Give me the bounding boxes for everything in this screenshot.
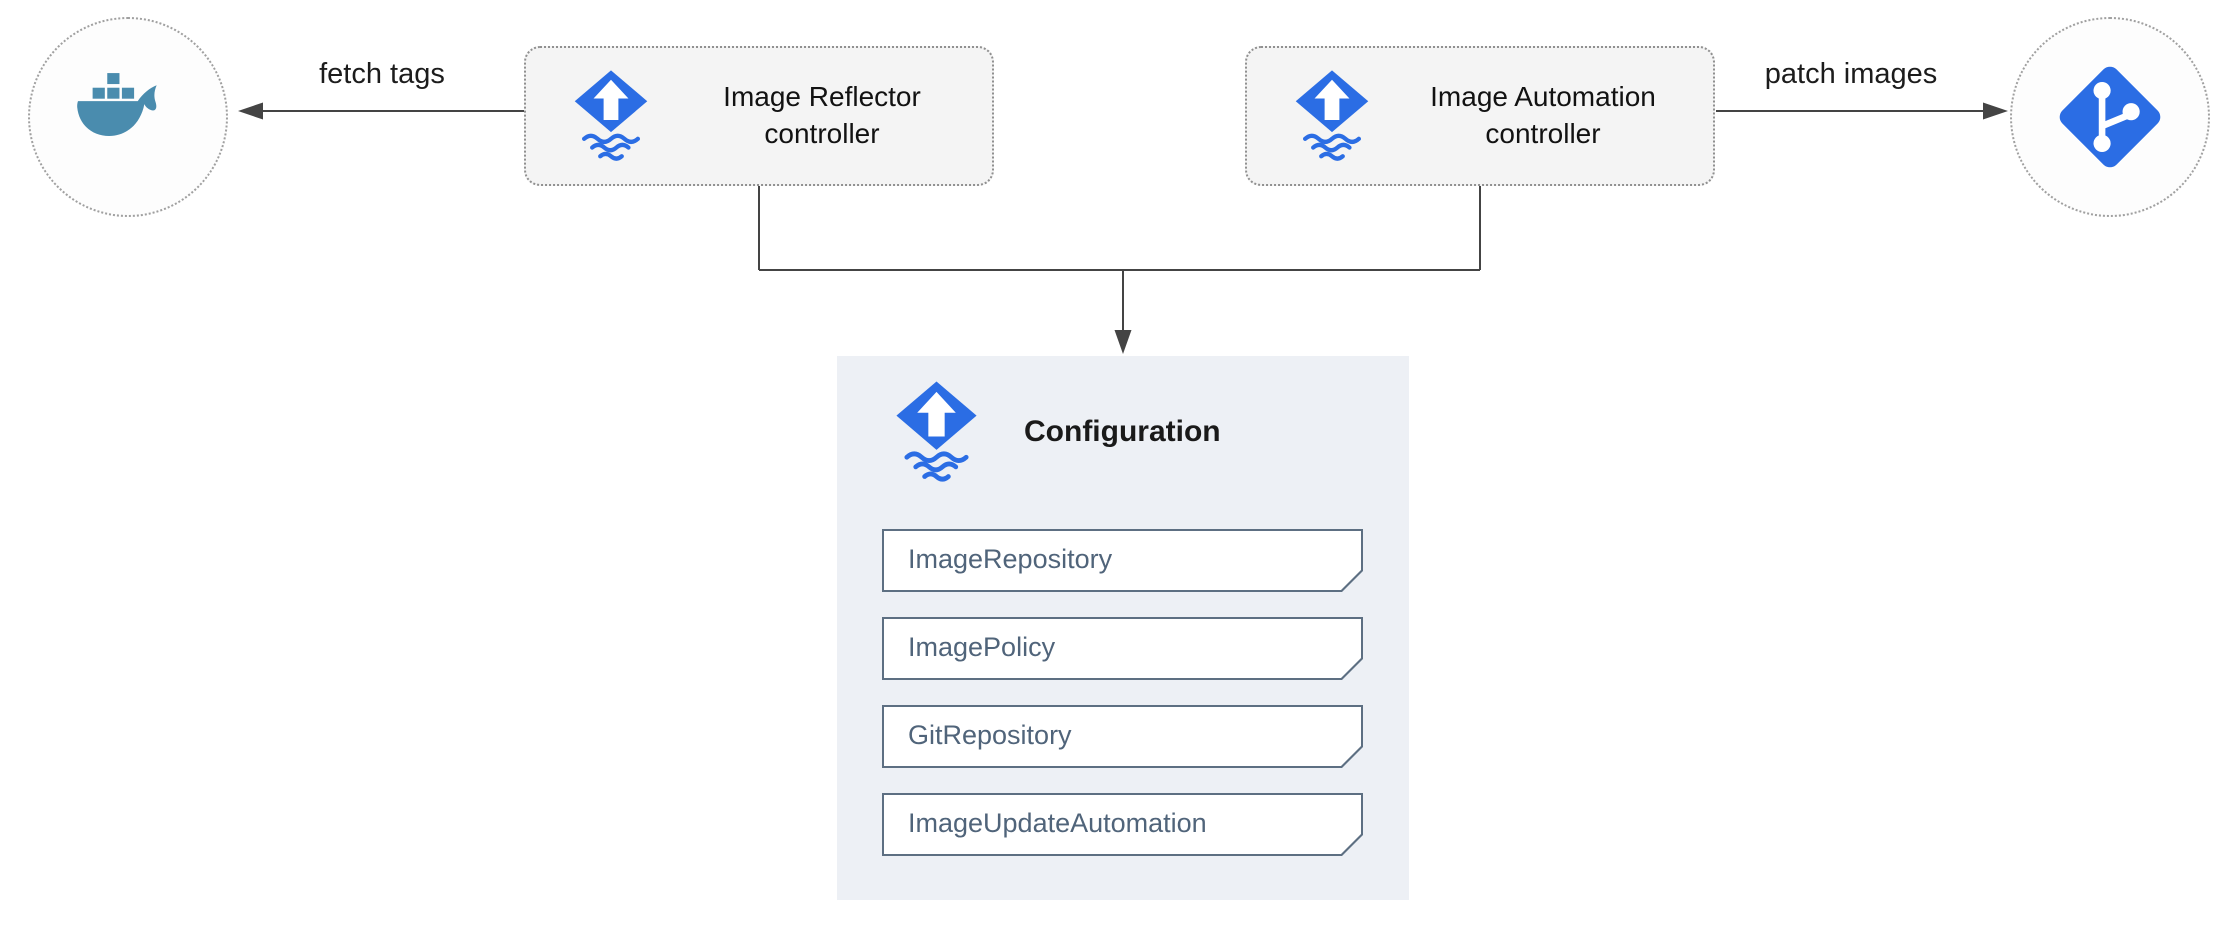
flux-icon bbox=[1295, 70, 1369, 161]
patch-images-arrowhead bbox=[1983, 102, 2008, 120]
configuration-title: Configuration bbox=[1024, 415, 1221, 448]
crd-label: ImagePolicy bbox=[908, 632, 1056, 662]
crd-shape bbox=[882, 617, 1363, 680]
image-automation-controller-node: Image Automation controller bbox=[1245, 46, 1715, 186]
git-icon bbox=[2059, 66, 2161, 168]
configuration-panel: Configuration ImageRepository ImagePolic… bbox=[837, 356, 1409, 900]
controller-label: Image Automation controller bbox=[1430, 81, 1656, 149]
image-reflector-controller-node: Image Reflector controller bbox=[524, 46, 994, 186]
crd-label: GitRepository bbox=[908, 720, 1072, 750]
crd-item-imagepolicy: ImagePolicy bbox=[882, 617, 1363, 680]
crd-item-imagerepository: ImageRepository bbox=[882, 529, 1363, 592]
fetch-tags-label: fetch tags bbox=[319, 58, 445, 90]
configuration-arrowhead bbox=[1114, 330, 1132, 354]
crd-item-gitrepository: GitRepository bbox=[882, 705, 1363, 768]
configuration-header: Configuration bbox=[837, 356, 1409, 484]
flux-icon bbox=[896, 381, 977, 482]
crd-shape bbox=[882, 793, 1363, 856]
crd-item-imageupdateautomation: ImageUpdateAutomation bbox=[882, 793, 1363, 856]
git-repository-node bbox=[2010, 17, 2210, 217]
crd-shape bbox=[882, 705, 1363, 768]
controller-label: Image Reflector controller bbox=[723, 81, 921, 149]
docker-whale-icon bbox=[77, 73, 157, 137]
patch-images-label: patch images bbox=[1764, 58, 1938, 90]
fetch-tags-arrowhead bbox=[238, 102, 263, 120]
docker-registry-node bbox=[28, 17, 228, 217]
crd-list: ImageRepository ImagePolicy GitRepositor… bbox=[882, 529, 1363, 856]
flux-icon bbox=[574, 70, 648, 161]
crd-shape bbox=[882, 529, 1363, 592]
crd-label: ImageRepository bbox=[908, 544, 1113, 574]
crd-label: ImageUpdateAutomation bbox=[908, 808, 1207, 838]
